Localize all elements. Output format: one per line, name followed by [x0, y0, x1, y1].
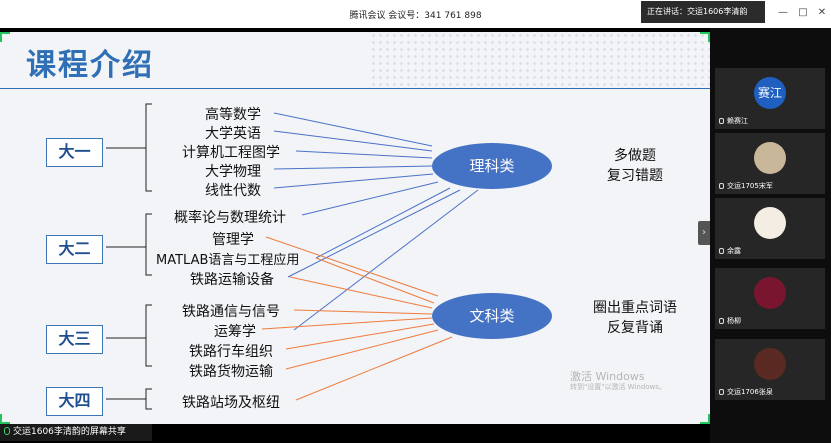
close-button[interactable]: ✕ [817, 7, 827, 18]
subject-engineering-drawing: 计算机工程图学 [182, 145, 280, 161]
year-box-4: 大四 [46, 387, 103, 416]
participant-tile[interactable]: 交运1706张泉 [715, 339, 825, 400]
participant-tile[interactable]: 杨柳 [715, 268, 825, 329]
share-frame-corner [0, 414, 10, 424]
bracket-year2 [106, 213, 152, 276]
subject-matlab: MATLAB语言与工程应用 [156, 253, 300, 268]
avatar: 赛江 [754, 77, 786, 109]
activation-watermark-hint: 转到"设置"以激活 Windows。 [570, 383, 666, 391]
participant-name-text: 杨柳 [727, 317, 741, 325]
line-matlab-arts [315, 257, 435, 304]
participant-name: 赖赛江 [719, 116, 748, 126]
subject-management: 管理学 [212, 232, 254, 248]
participant-name-text: 交运1706张泉 [727, 388, 773, 396]
year-box-1: 大一 [46, 138, 103, 167]
avatar [754, 277, 786, 309]
participant-sidebar: 赛江 赖赛江 交运1705宋军 余露 杨柳 交运1706张泉 [710, 28, 831, 443]
line-mgmt-arts [265, 236, 439, 297]
science-note: 多做题 复习错题 [590, 146, 680, 186]
arts-note-line2: 反复背诵 [607, 320, 663, 336]
line-freight-arts [285, 329, 439, 370]
mic-icon [719, 248, 724, 254]
subject-advanced-math: 高等数学 [205, 107, 261, 123]
bracket-year4 [106, 388, 152, 410]
subject-railway-signal: 铁路通信与信号 [182, 304, 280, 320]
line-math-science [273, 112, 433, 147]
participant-tile[interactable]: 余露 [715, 198, 825, 259]
speaking-indicator: 正在讲话：交运1606李清韵 [641, 1, 765, 23]
science-note-line1: 多做题 [614, 148, 656, 164]
slide-title: 课程介绍 [26, 48, 154, 83]
arts-note-line1: 圈出重点词语 [593, 300, 677, 316]
bracket-year3 [106, 304, 152, 367]
screen-share-label: 交运1606李清韵的屏幕共享 [0, 424, 152, 441]
bracket-year1 [106, 103, 152, 192]
subject-railway-equipment: 铁路运输设备 [190, 272, 274, 288]
line-equip-arts [289, 276, 433, 309]
line-equip-science [287, 189, 461, 278]
participant-tile[interactable]: 赛江 赖赛江 [715, 68, 825, 129]
maximize-button[interactable]: □ [798, 7, 808, 18]
participant-name: 余露 [719, 246, 741, 256]
share-frame-corner [700, 32, 710, 42]
participant-name-text: 赖赛江 [727, 117, 748, 125]
line-drawing-science [295, 150, 433, 159]
subject-college-physics: 大学物理 [205, 164, 261, 180]
mic-icon [719, 389, 724, 395]
line-station-arts [295, 336, 453, 401]
line-matlab-science [315, 187, 451, 259]
participant-name: 交运1706张泉 [719, 387, 773, 397]
year-box-3: 大三 [46, 325, 103, 354]
title-bar: 腾讯会议 会议号：341 761 898 正在讲话：交运1606李清韵 — □ … [0, 0, 831, 28]
participant-name: 杨柳 [719, 316, 741, 326]
category-arts: 文科类 [432, 293, 552, 339]
share-frame-corner [0, 32, 10, 42]
title-divider [0, 88, 710, 89]
avatar [754, 142, 786, 174]
collapse-sidebar-icon[interactable]: › [698, 221, 710, 245]
subject-linear-algebra: 线性代数 [205, 183, 261, 199]
participant-tile[interactable]: 交运1705宋军 [715, 133, 825, 194]
line-physics-science [273, 165, 433, 170]
subject-freight-transport: 铁路货物运输 [189, 364, 273, 380]
line-english-science [273, 130, 433, 152]
subject-station-hub: 铁路站场及枢纽 [182, 395, 280, 411]
arts-note: 圈出重点词语 反复背诵 [580, 298, 690, 338]
mic-icon [719, 183, 724, 189]
line-algebra-science [273, 173, 434, 189]
activation-watermark: 激活 Windows [570, 370, 645, 383]
participant-name-text: 交运1705宋军 [727, 182, 773, 190]
subject-operations-research: 运筹学 [214, 324, 256, 340]
screen-share-label-text: 交运1606李清韵的屏幕共享 [13, 427, 126, 437]
mic-icon [719, 318, 724, 324]
avatar [754, 207, 786, 239]
category-science: 理科类 [432, 143, 552, 189]
line-train-arts [285, 323, 435, 350]
participant-name-text: 余露 [727, 247, 741, 255]
subject-train-operation: 铁路行车组织 [189, 344, 273, 360]
mic-icon [4, 427, 10, 435]
window-title: 腾讯会议 会议号：341 761 898 [349, 11, 482, 21]
line-comm-arts [293, 309, 433, 315]
participant-name: 交运1705宋军 [719, 181, 773, 191]
connector-lines [106, 103, 479, 410]
subject-college-english: 大学英语 [205, 126, 261, 142]
line-prob-science [301, 181, 439, 216]
line-ops-arts [261, 317, 433, 330]
mic-icon [719, 118, 724, 124]
avatar [754, 348, 786, 380]
subject-probability: 概率论与数理统计 [174, 210, 286, 226]
decorative-dots [370, 32, 710, 88]
shared-screen: 课程介绍 [0, 32, 710, 424]
minimize-button[interactable]: — [778, 7, 788, 18]
share-frame-corner [700, 414, 710, 424]
year-box-2: 大二 [46, 235, 103, 264]
science-note-line2: 复习错题 [607, 168, 663, 184]
line-comm-science [293, 189, 479, 331]
